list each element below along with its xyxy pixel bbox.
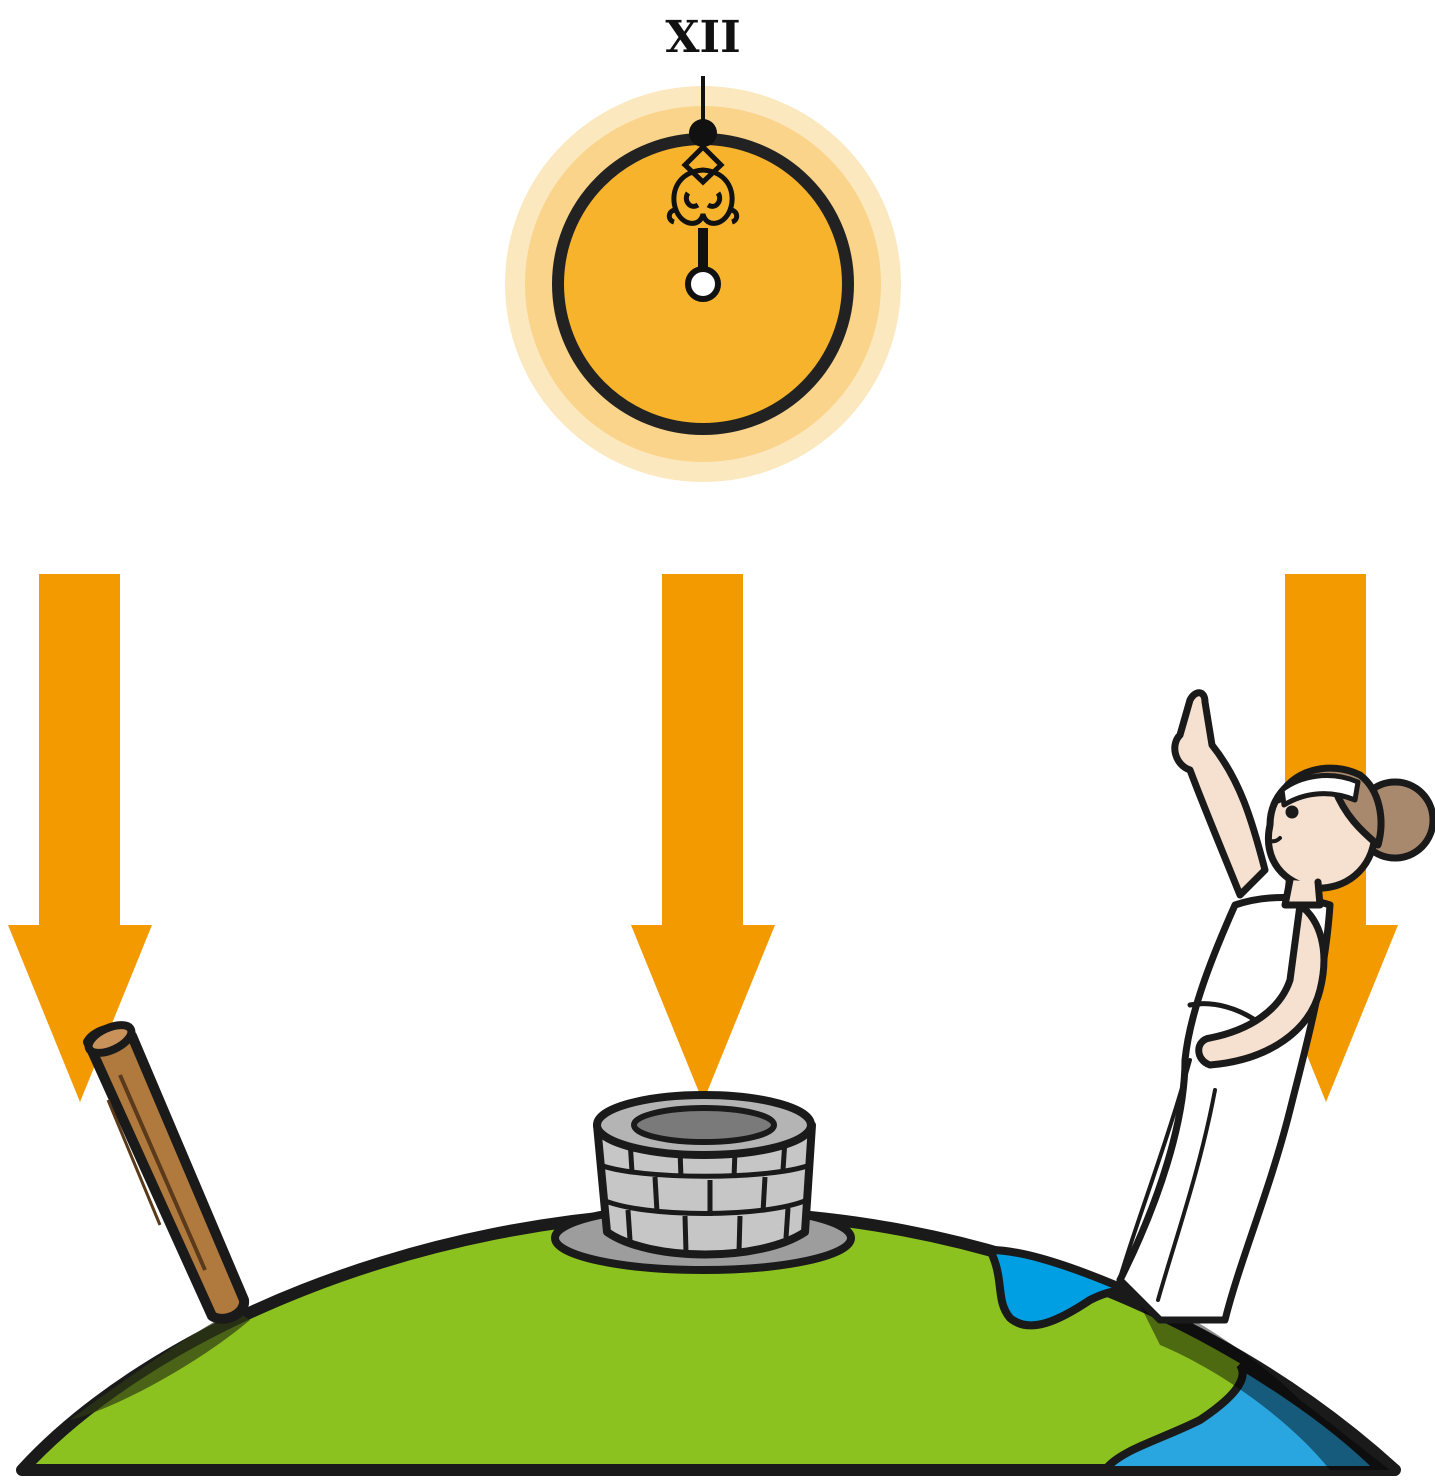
sun-ray-arrow-center (631, 574, 775, 1102)
hour-label: XII (665, 12, 740, 63)
sun (505, 86, 901, 482)
wooden-stick (70, 1021, 250, 1420)
stone-well (551, 1091, 855, 1274)
sun-ray-arrow-left (8, 574, 152, 1102)
clock-hand-icon (666, 76, 740, 302)
woman-pointing-up (1116, 689, 1435, 1324)
